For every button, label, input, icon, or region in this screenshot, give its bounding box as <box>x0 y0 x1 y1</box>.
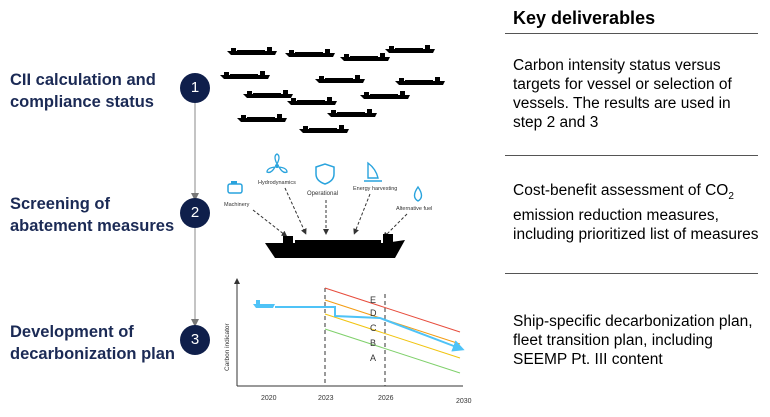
step-3-title-line2: decarbonization plan <box>10 345 176 363</box>
arrow-alternative-fuel <box>382 213 408 239</box>
ship-icon <box>385 45 435 53</box>
ship-icon <box>327 109 377 117</box>
deliverable-2-text-before: Cost-benefit assessment of CO <box>513 182 729 199</box>
deliverable-3-text: Ship-specific decarbonization plan, flee… <box>513 313 753 368</box>
ship-icon <box>299 125 349 133</box>
step-3-circle: 3 <box>180 325 210 355</box>
step-3-title-line1: Development of <box>10 323 134 341</box>
ship-icon <box>243 90 293 98</box>
step-2-title-line1: Screening of <box>10 195 110 213</box>
shield-icon <box>315 163 335 185</box>
deliverable-2-text: Cost-benefit assessment of CO2 emission … <box>513 181 763 244</box>
step-3-title: Development of decarbonization plan <box>10 321 175 365</box>
ship-icon <box>340 53 390 61</box>
y-axis-label: Carbon indicator <box>224 322 231 371</box>
key-deliverables-title: Key deliverables <box>513 8 656 28</box>
deliverable-2-subscript: 2 <box>728 191 734 203</box>
engine-icon <box>227 181 243 194</box>
x-tick-2026: 2026 <box>378 395 394 402</box>
arrow-hydrodynamics <box>284 187 307 235</box>
carbon-indicator-trajectory <box>275 306 465 352</box>
step-1-title-line1: CII calculation and <box>10 71 156 89</box>
abatement-measures-illustration: Machinery Hydrodynamics Operational Ener… <box>224 153 432 258</box>
x-tick-2023: 2023 <box>318 395 334 402</box>
step-1-circle: 1 <box>180 73 210 103</box>
divider-1 <box>505 155 758 156</box>
measure-label-operational: Operational <box>307 191 338 197</box>
ship-icon <box>237 114 287 122</box>
deliverable-1-text: Carbon intensity status versus targets f… <box>513 57 732 131</box>
step-1-title: CII calculation and compliance status <box>10 69 156 113</box>
measure-label-alternative-fuel: Alternative fuel <box>396 206 432 212</box>
vessel-indicator-icon <box>253 300 275 308</box>
band-line-c <box>324 313 461 359</box>
ship-icon <box>315 75 365 83</box>
band-label-c: C <box>370 323 377 333</box>
band-line-e <box>324 287 461 333</box>
ship-icon <box>395 77 445 85</box>
sail-icon <box>364 161 382 182</box>
fleet-illustration <box>220 45 445 133</box>
step-2-title-line2: abatement measures <box>10 217 175 235</box>
measure-label-energy-harvesting: Energy harvesting <box>353 186 397 192</box>
step-2-title: Screening of abatement measures <box>10 193 174 237</box>
step-2-circle: 2 <box>180 198 210 228</box>
x-tick-2020: 2020 <box>261 395 277 402</box>
arrow-energy-harvesting <box>353 193 371 235</box>
divider-top <box>505 33 758 34</box>
band-label-e: E <box>370 295 376 305</box>
ship-icon <box>227 47 277 55</box>
divider-2 <box>505 273 758 274</box>
propeller-icon <box>266 153 288 174</box>
ship-icon <box>287 97 337 105</box>
ship-icon <box>220 71 270 79</box>
fuel-drop-icon <box>413 185 423 202</box>
deliverable-2-text-after: emission reduction measures, including p… <box>513 207 759 244</box>
vessel-silhouette-icon <box>265 234 405 258</box>
measure-label-machinery: Machinery <box>224 202 250 208</box>
ship-icon <box>285 49 335 57</box>
band-label-a: A <box>370 353 376 363</box>
band-line-b <box>324 328 461 374</box>
arrow-machinery <box>252 209 288 237</box>
x-tick-2030: 2030 <box>456 398 472 405</box>
step-1-title-line2: compliance status <box>10 93 154 111</box>
ship-icon <box>360 91 410 99</box>
measure-label-hydrodynamics: Hydrodynamics <box>258 180 296 186</box>
band-label-d: D <box>370 308 377 318</box>
decarbonization-chart: Carbon indicator E D C B A 2020 2023 202… <box>224 278 472 405</box>
band-label-b: B <box>370 338 376 348</box>
